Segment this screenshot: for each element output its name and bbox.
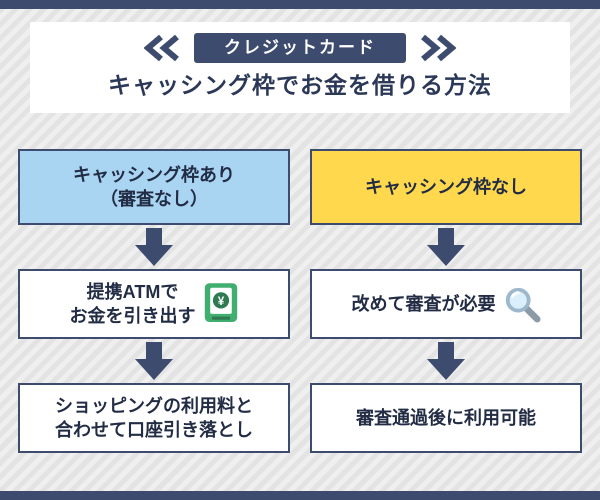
svg-text:¥: ¥ xyxy=(217,295,224,308)
page-title: キャッシング枠でお金を借りる方法 xyxy=(108,72,492,99)
cashing-available-box: キャッシング枠あり （審査なし） xyxy=(18,148,290,225)
badge-row: クレジットカード xyxy=(144,33,456,64)
down-arrow-icon xyxy=(18,227,290,266)
withdraw-atm-box: 提携ATMで お金を引き出す ¥ xyxy=(18,268,290,339)
badge-chevron-right-icon xyxy=(421,35,456,62)
no-cashing-label: キャッシング枠なし xyxy=(365,176,527,197)
content: クレジットカード キャッシング枠でお金を借りる方法 キャッシング枠あり （審査な… xyxy=(0,22,600,453)
shopping-debit-label: ショッピングの利用料と 合わせて口座引き落とし xyxy=(55,395,253,440)
category-badge: クレジットカード xyxy=(194,33,406,64)
review-required-box: 改めて審査が必要 xyxy=(310,268,582,339)
down-arrow-icon xyxy=(18,341,290,380)
withdraw-atm-label: 提携ATMで お金を引き出す xyxy=(69,281,196,326)
review-required-label: 改めて審査が必要 xyxy=(351,293,496,314)
magnifier-icon xyxy=(505,287,541,323)
bottom-border-bar xyxy=(0,491,600,500)
no-cashing-box: キャッシング枠なし xyxy=(310,148,582,225)
shopping-debit-box: ショッピングの利用料と 合わせて口座引き落とし xyxy=(18,382,290,453)
column-no-cashing: キャッシング枠なし 改めて審査が必要 xyxy=(310,148,582,453)
usable-after-review-label: 審査通過後に利用可能 xyxy=(356,407,536,428)
down-arrow-icon xyxy=(310,227,582,266)
cashing-available-label: キャッシング枠あり （審査なし） xyxy=(73,164,235,209)
down-arrow-icon xyxy=(310,341,582,380)
top-border-bar xyxy=(0,0,600,9)
badge-chevron-left-icon xyxy=(144,35,179,62)
header-panel: クレジットカード キャッシング枠でお金を借りる方法 xyxy=(30,22,570,113)
flow-columns: キャッシング枠あり （審査なし） 提携ATMで お金を引き出す ¥ xyxy=(0,148,600,453)
atm-icon: ¥ xyxy=(204,283,237,322)
column-cashing-available: キャッシング枠あり （審査なし） 提携ATMで お金を引き出す ¥ xyxy=(18,148,290,453)
usable-after-review-box: 審査通過後に利用可能 xyxy=(310,382,582,453)
